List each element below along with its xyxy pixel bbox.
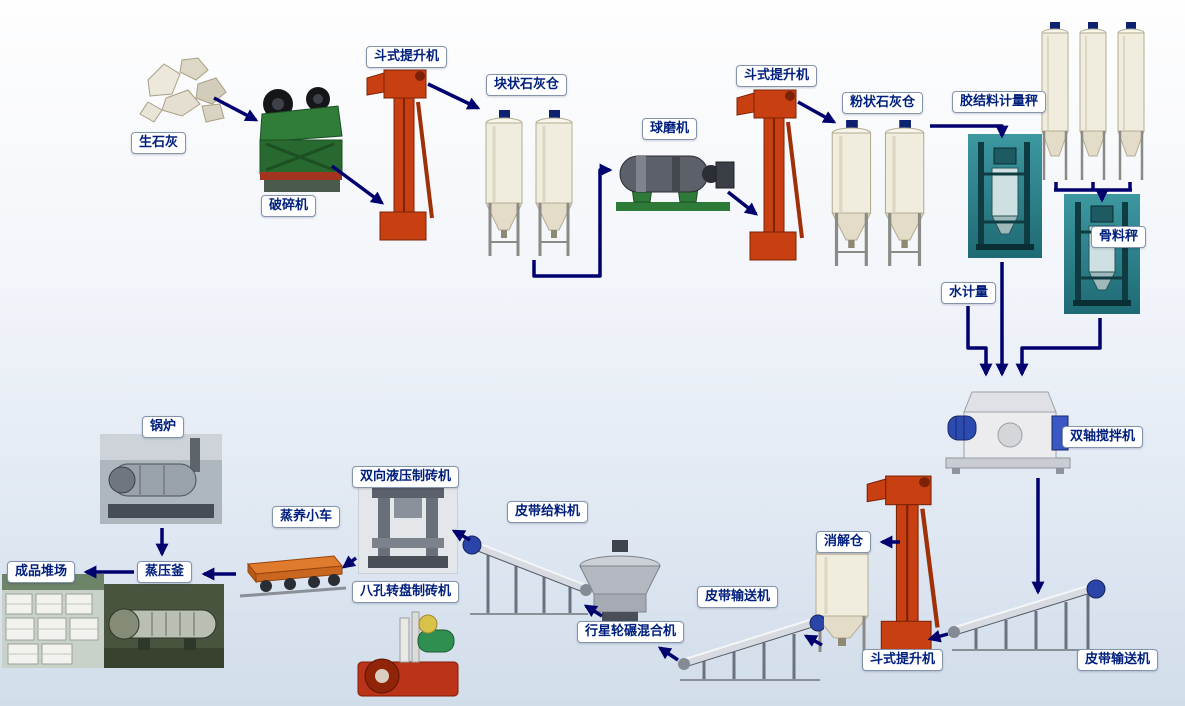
label-planetary-mixer: 行星轮碾混合机 [577, 621, 685, 643]
arrow-conveyor-mid-to-planetary [657, 646, 679, 662]
ball-mill-illustration [614, 136, 736, 214]
bucket-elevator-2-illustration [734, 88, 808, 262]
boiler-photo [100, 434, 222, 524]
arrow-planetary-to-feeder [583, 604, 603, 618]
arrow-water-to-mixer [966, 306, 993, 377]
belt-feeder-illustration [462, 524, 596, 622]
arrow-conveyor-to-elevator3 [927, 629, 949, 643]
label-belt-conveyor-mid: 皮带输送机 [697, 586, 779, 608]
label-quicklime: 生石灰 [131, 132, 187, 154]
digestion-silo-illustration [808, 544, 878, 656]
rotary-press-illustration [354, 608, 462, 702]
label-digestion-silo: 消解仓 [816, 531, 872, 553]
product-yard-photo [2, 574, 104, 668]
arrow-press-to-cart [341, 555, 358, 569]
twin-shaft-mixer-illustration [944, 380, 1074, 474]
label-hydraulic-press: 双向液压制砖机 [352, 466, 460, 488]
arrow-quicklime-to-crusher [213, 96, 259, 122]
steam-cart-illustration [238, 546, 348, 606]
belt-conveyor-mid-illustration [676, 596, 824, 686]
autoclave-photo [104, 584, 224, 668]
label-crusher: 破碎机 [261, 195, 317, 217]
label-bucket-elevator-1: 斗式提升机 [366, 46, 448, 68]
planetary-mixer-illustration [570, 540, 670, 624]
hydraulic-press-photo [358, 480, 458, 574]
label-block-lime-silo: 块状石灰仓 [486, 74, 568, 96]
arrow-crusher-to-elevator1 [330, 164, 385, 205]
belt-conveyor-right-illustration [946, 558, 1106, 656]
bucket-elevator-3-illustration [864, 474, 944, 652]
label-bucket-elevator-2: 斗式提升机 [736, 65, 818, 87]
label-powder-lime-silo: 粉状石灰仓 [842, 92, 924, 114]
label-aggregate-scale: 骨料秤 [1091, 226, 1147, 248]
label-product-yard: 成品堆场 [7, 561, 76, 583]
label-binder-scale: 胶结料计量秤 [952, 91, 1047, 113]
binder-scale-photo [968, 134, 1042, 258]
quicklime-rocks-illustration [136, 52, 236, 128]
arrow-digestion-silo-to-conveyor-mid [803, 634, 823, 647]
label-twin-shaft-mixer: 双轴搅拌机 [1062, 426, 1144, 448]
label-belt-feeder: 皮带给料机 [507, 501, 589, 523]
arrow-ball-mill-to-elevator2 [726, 190, 759, 216]
bucket-elevator-1-illustration [364, 68, 438, 242]
label-steam-cart: 蒸养小车 [272, 506, 341, 528]
arrow-elevator1-to-block-silo [427, 82, 481, 110]
crusher-illustration [254, 84, 350, 196]
arrow-powder-silo-to-binder-scale [930, 124, 1009, 139]
label-belt-conveyor-right: 皮带输送机 [1077, 649, 1159, 671]
label-rotary-press: 八孔转盘制砖机 [352, 581, 460, 603]
label-boiler: 锅炉 [142, 416, 185, 438]
label-ball-mill: 球磨机 [642, 118, 698, 140]
label-water-meter: 水计量 [941, 282, 997, 304]
aggregate-scale-photo [1064, 194, 1140, 314]
label-autoclave: 蒸压釜 [137, 561, 193, 583]
arrow-block-silo-to-ball-mill [532, 163, 613, 278]
arrow-feeder-to-press [451, 529, 471, 542]
arrow-aggregate-scale-to-mixer [1015, 318, 1102, 377]
arrow-elevator2-to-powder-silo [797, 100, 837, 124]
label-bucket-elevator-3: 斗式提升机 [862, 649, 944, 671]
